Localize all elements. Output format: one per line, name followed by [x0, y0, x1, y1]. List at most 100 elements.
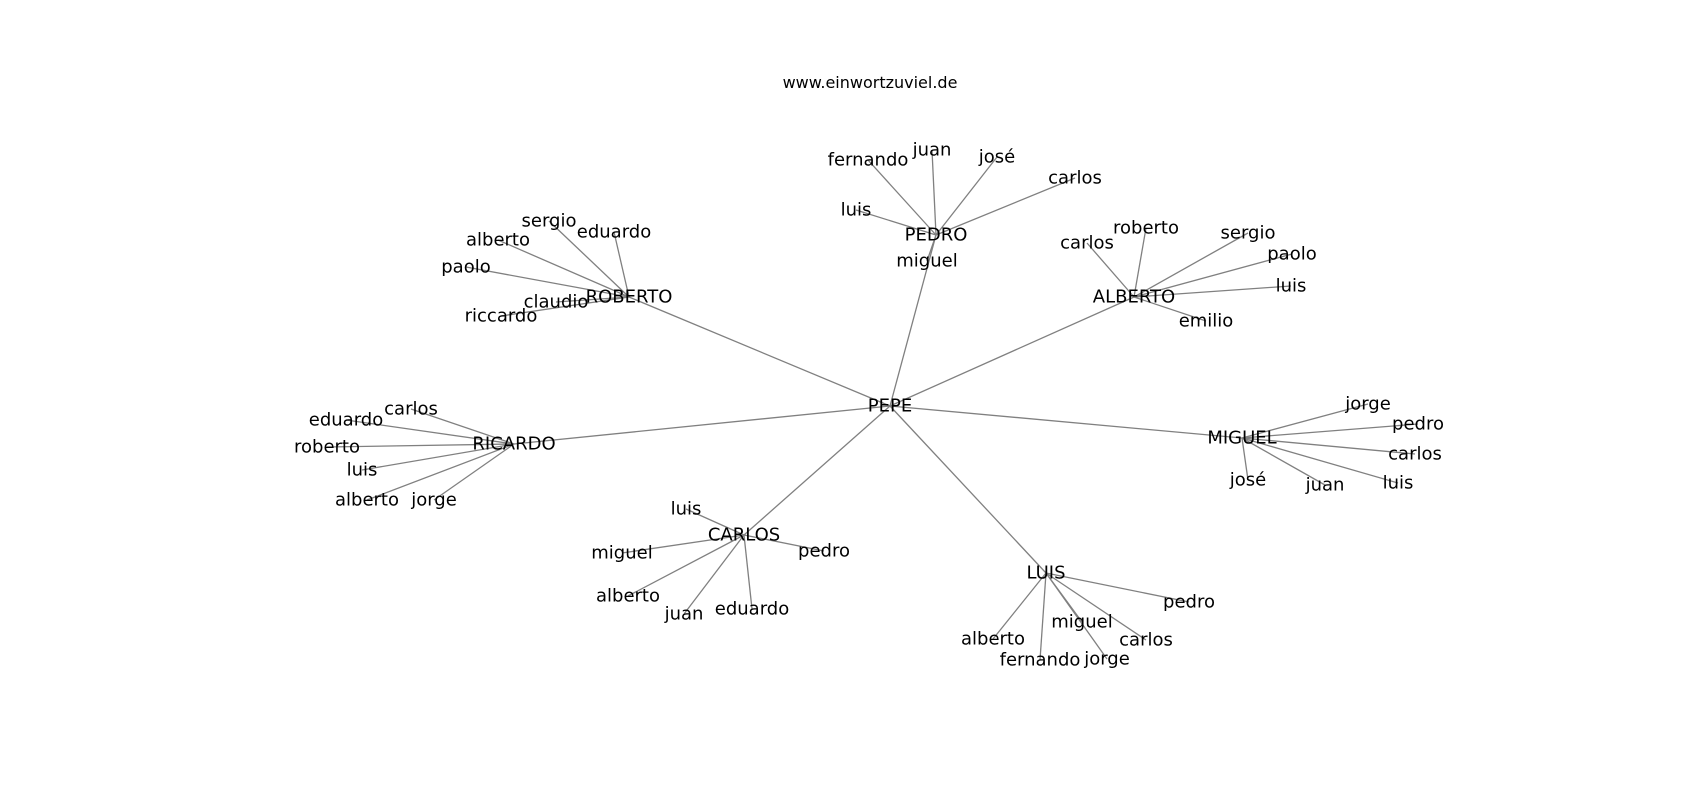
node-leaf: miguel [1051, 612, 1112, 633]
node-leaf: roberto [294, 437, 360, 458]
node-leaf: juan [912, 140, 952, 161]
node-leaf: luis [347, 460, 378, 481]
edge-pedro-juan [931, 149, 937, 236]
edge-root-alberto [889, 296, 1135, 407]
edge-roberto-claudio [555, 296, 630, 303]
node-hub-roberto: ROBERTO [586, 287, 673, 308]
node-leaf: fernando [828, 150, 909, 171]
edge-alberto-carlos [1086, 242, 1135, 298]
edge-luis-pedro [1045, 572, 1190, 603]
edge-miguel-pedro [1241, 423, 1419, 439]
edge-alberto-roberto [1133, 227, 1147, 298]
edge-pedro-carlos [935, 177, 1076, 236]
node-leaf: miguel [896, 251, 957, 272]
edge-ricardo-carlos [410, 408, 515, 445]
edge-roberto-riccardo [500, 296, 630, 317]
node-leaf: carlos [1060, 233, 1114, 254]
edge-carlos-juan [683, 534, 745, 615]
edge-ricardo-jorge [433, 443, 515, 501]
node-leaf: luis [841, 200, 872, 221]
node-leaf: pedro [798, 541, 850, 562]
node-leaf: jorge [410, 490, 457, 511]
node-leaf: pedro [1163, 592, 1215, 613]
edge-carlos-eduardo [743, 534, 753, 610]
node-hub-alberto: ALBERTO [1093, 287, 1175, 308]
node-leaf: claudio [524, 292, 589, 313]
edge-root-ricardo [513, 405, 891, 445]
edge-pedro-luis [855, 209, 937, 236]
node-hub-carlos: CARLOS [708, 525, 780, 546]
edge-luis-fernando [1039, 572, 1047, 661]
edge-roberto-paolo [465, 266, 630, 298]
node-leaf: paolo [1267, 244, 1316, 265]
node-hub-luis: LUIS [1026, 563, 1065, 584]
edge-luis-jorge [1045, 572, 1108, 660]
node-leaf: josé [1229, 470, 1266, 491]
node-leaf: jorge [1344, 394, 1391, 415]
node-leaf: alberto [466, 230, 530, 251]
edge-roberto-eduardo [613, 231, 630, 298]
node-leaf: pedro [1392, 414, 1444, 435]
edge-miguel-juan [1241, 437, 1326, 486]
diagram-title: www.einwortzuviel.de [783, 73, 958, 92]
node-leaf: riccardo [465, 306, 538, 327]
edge-root-roberto [628, 296, 891, 407]
node-hub-miguel: MIGUEL [1207, 428, 1276, 449]
node-leaf: jorge [1083, 649, 1130, 670]
node-hub-ricardo: RICARDO [472, 434, 555, 455]
node-leaf: roberto [1113, 218, 1179, 239]
node-leaf: paolo [441, 257, 490, 278]
edge-alberto-luis [1133, 285, 1292, 298]
node-leaf: eduardo [577, 222, 651, 243]
edge-roberto-sergio [548, 220, 630, 298]
node-root: PEPE [868, 396, 912, 417]
node-leaf: miguel [591, 543, 652, 564]
edge-carlos-luis [685, 508, 745, 536]
node-leaf: juan [664, 604, 704, 625]
edges [326, 149, 1419, 661]
node-leaf: carlos [1388, 444, 1442, 465]
node-leaf: alberto [961, 629, 1025, 650]
node-leaf: josé [978, 147, 1015, 168]
edge-root-pedro [889, 234, 937, 407]
node-leaf: alberto [596, 586, 660, 607]
node-leaf: luis [1276, 276, 1307, 297]
edge-carlos-alberto [627, 534, 745, 597]
node-leaf: carlos [1119, 630, 1173, 651]
edge-luis-alberto [992, 572, 1047, 640]
edge-miguel-jorge [1241, 403, 1369, 439]
edge-miguel-josé [1241, 437, 1249, 481]
node-leaf: eduardo [715, 599, 789, 620]
edge-ricardo-luis [361, 443, 515, 471]
node-leaf: sergio [1221, 223, 1276, 244]
node-leaf: luis [1383, 473, 1414, 494]
node-leaf: luis [671, 499, 702, 520]
node-hub-pedro: PEDRO [905, 225, 968, 246]
edge-ricardo-alberto [366, 443, 515, 501]
edge-alberto-sergio [1133, 232, 1249, 298]
node-leaf: emilio [1179, 311, 1234, 332]
node-leaf: carlos [384, 399, 438, 420]
node-leaf: fernando [1000, 650, 1081, 671]
node-leaf: sergio [522, 211, 577, 232]
edge-miguel-luis [1241, 437, 1399, 484]
edge-ricardo-roberto [326, 443, 515, 448]
node-leaf: juan [1305, 475, 1345, 496]
edge-roberto-alberto [497, 239, 630, 298]
edge-root-miguel [889, 405, 1243, 439]
edge-carlos-miguel [621, 534, 745, 554]
edge-pedro-miguel [926, 234, 937, 262]
edge-carlos-pedro [743, 534, 825, 552]
edge-ricardo-eduardo [345, 419, 515, 445]
edge-root-carlos [743, 405, 891, 536]
edge-alberto-emilio [1133, 296, 1207, 322]
edge-pedro-josé [935, 156, 998, 236]
edge-root-luis [889, 405, 1047, 574]
node-leaf: carlos [1048, 168, 1102, 189]
node-leaf: alberto [335, 490, 399, 511]
edge-luis-carlos [1045, 572, 1147, 641]
edge-alberto-paolo [1133, 253, 1293, 298]
edge-pedro-fernando [867, 159, 937, 236]
